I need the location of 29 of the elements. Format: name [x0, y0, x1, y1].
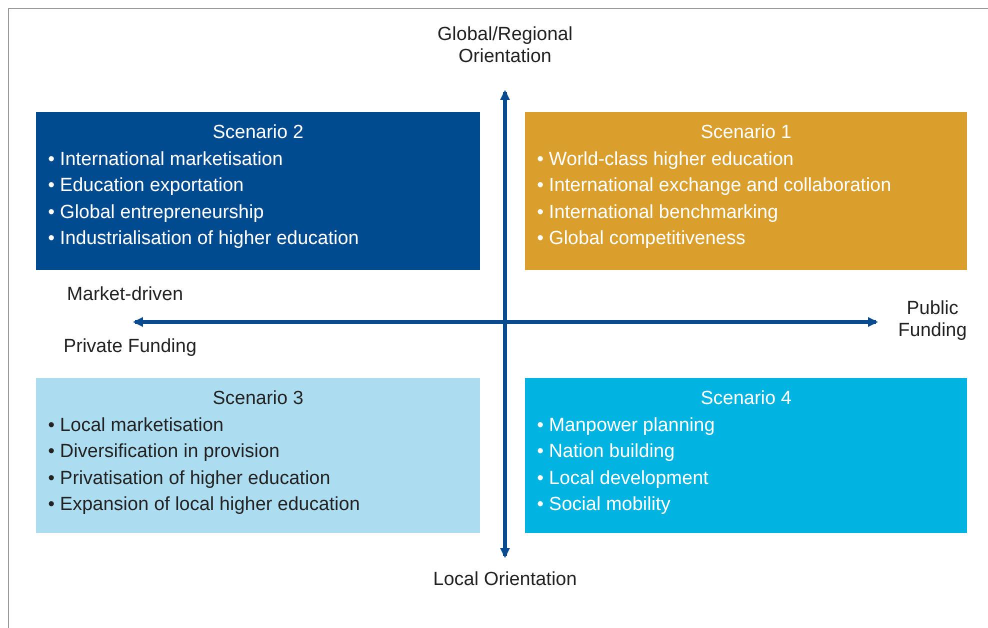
bullet-item: • Global entrepreneurship: [48, 200, 265, 224]
axis-label: Market-driven: [66, 284, 184, 306]
bullet-item: • International marketisation: [48, 148, 284, 172]
scenario-box: [36, 378, 480, 533]
bullet-item: • Diversification in provision: [48, 440, 281, 464]
scenario-box: [525, 112, 967, 270]
scenario-heading: Scenario 3: [212, 387, 304, 411]
axis-label: Public Funding: [897, 298, 968, 342]
bullet-item: • Local development: [537, 466, 710, 490]
axis-label: Global/Regional Orientation: [436, 24, 574, 68]
bullet-item: • Social mobility: [537, 493, 672, 517]
bullet-item: • Industrialisation of higher education: [48, 227, 360, 251]
bullet-item: • Expansion of local higher education: [48, 493, 361, 517]
bullet-item: • International benchmarking: [537, 200, 780, 224]
scenario-heading: Scenario 4: [700, 387, 792, 411]
bullet-item: • Education exportation: [48, 174, 245, 198]
axis-label: Local Orientation: [432, 569, 578, 591]
bullet-item: • Manpower planning: [537, 414, 716, 438]
scenario-heading: Scenario 1: [700, 121, 792, 145]
bullet-item: • World-class higher education: [537, 148, 795, 172]
bullet-item: • Global competitiveness: [537, 227, 746, 251]
axis-label: Private Funding: [62, 336, 198, 358]
bullet-item: • Nation building: [537, 440, 676, 464]
scenario-box: [36, 112, 480, 270]
scenario-heading: Scenario 2: [212, 121, 304, 145]
bullet-item: • International exchange and collaboration: [537, 174, 892, 198]
bullet-item: • Local marketisation: [48, 414, 225, 438]
bullet-item: • Privatisation of higher education: [48, 466, 332, 490]
scenario-box: [525, 378, 967, 533]
